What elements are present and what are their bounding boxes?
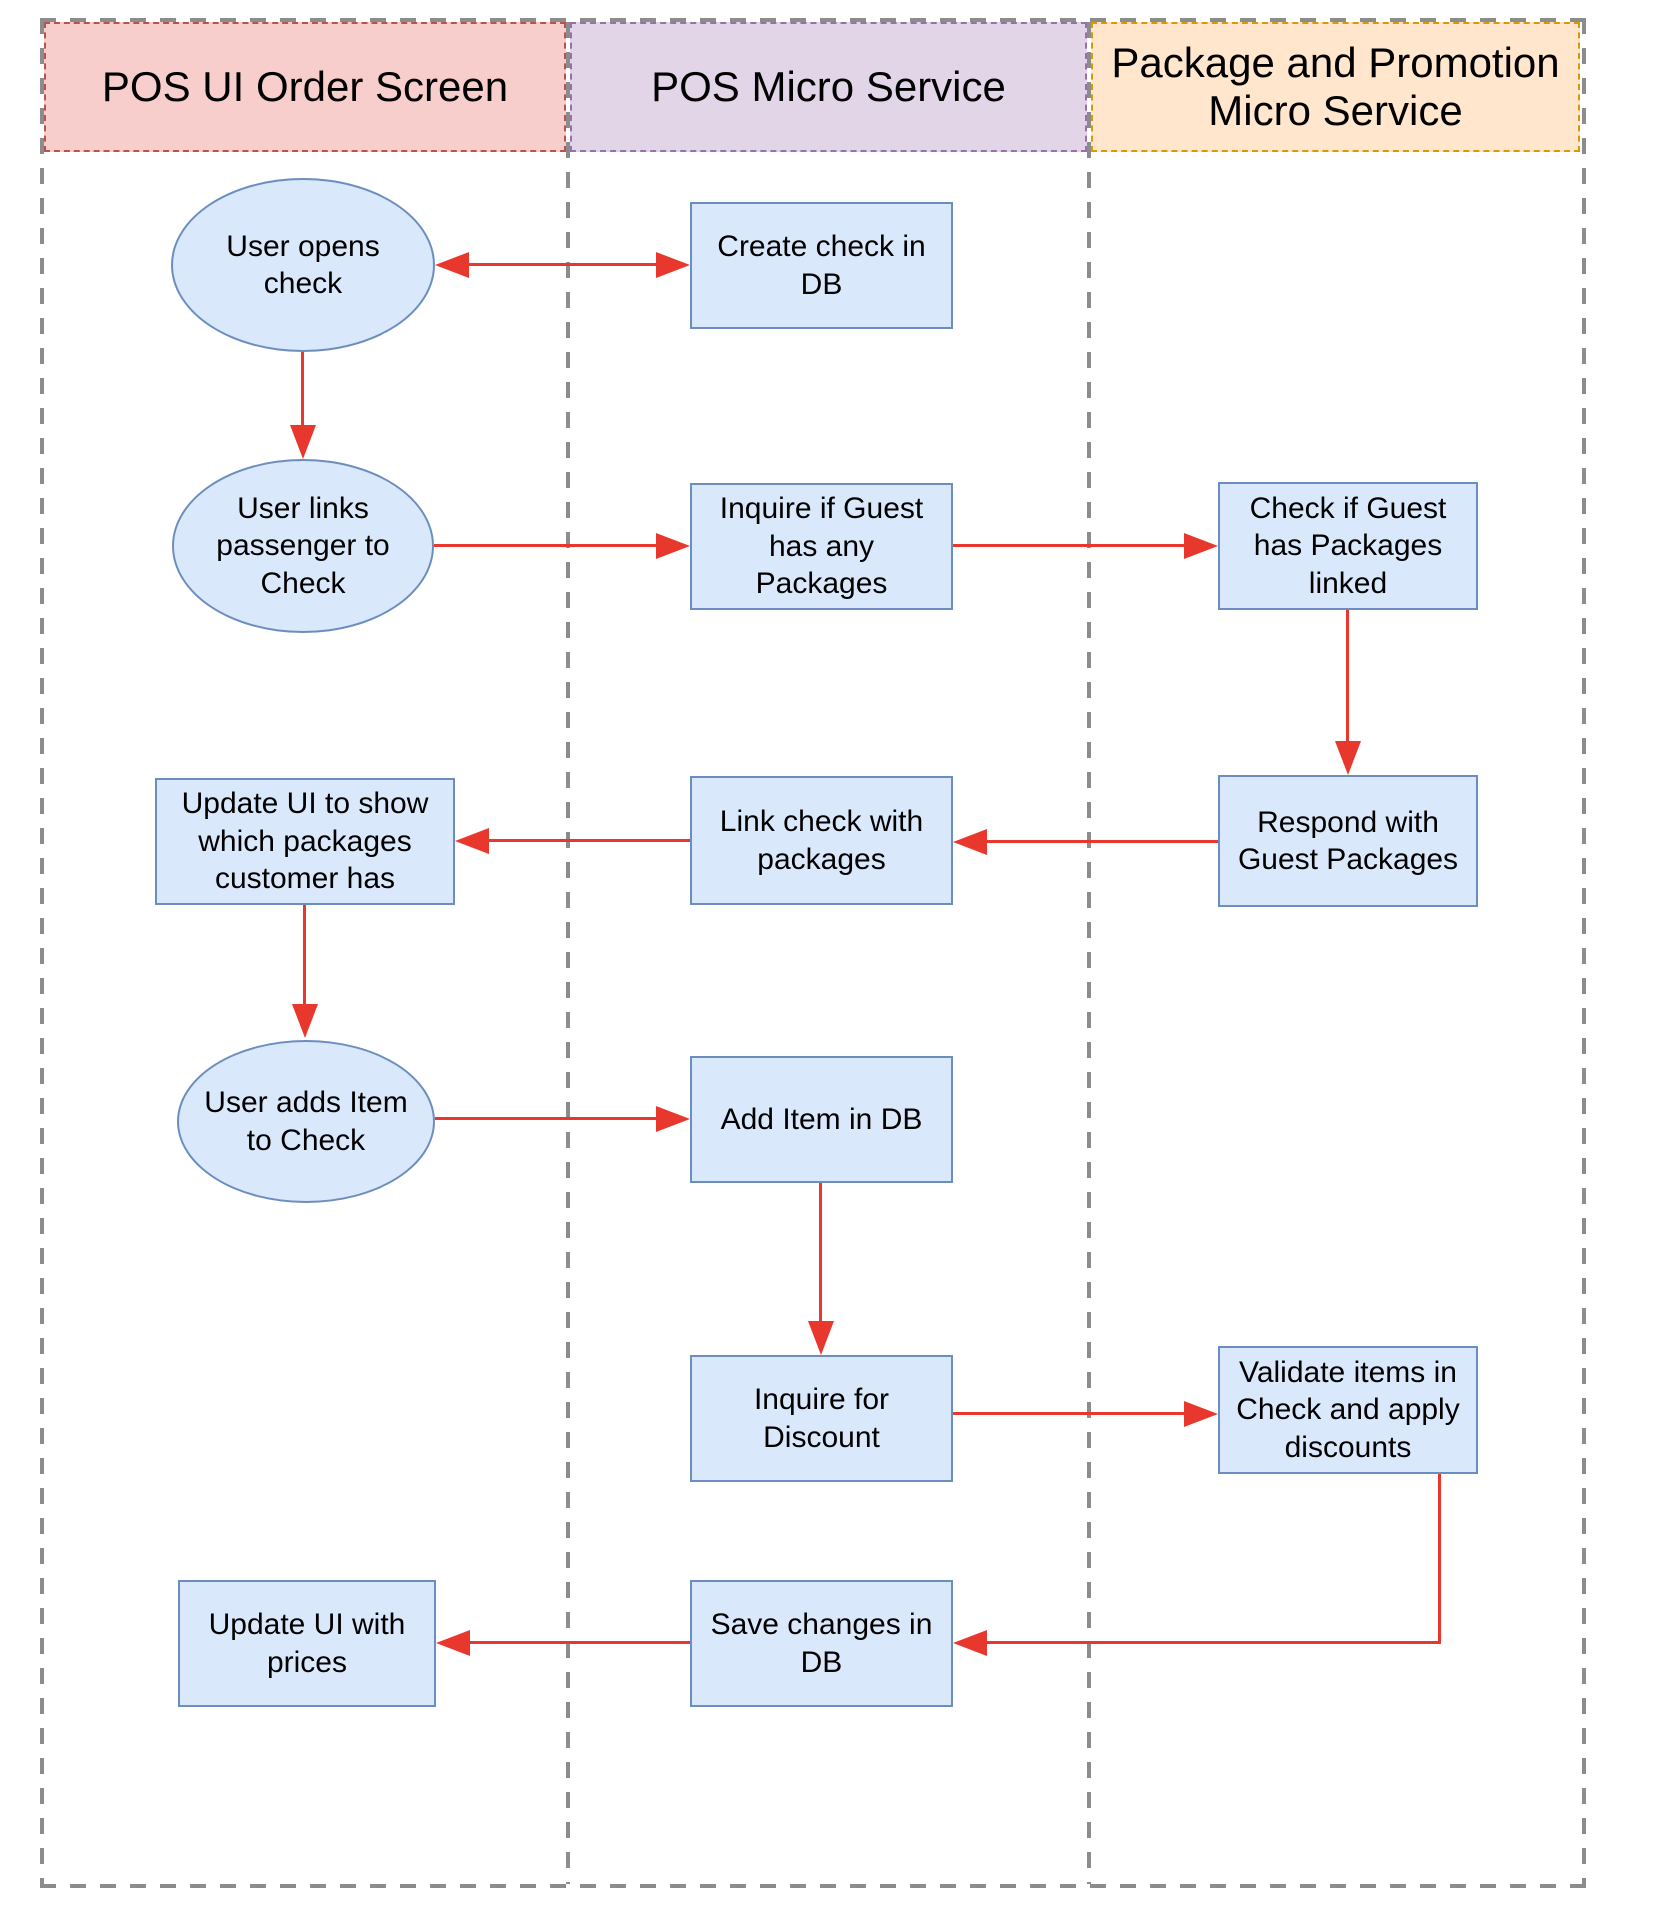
arrowhead-right-icon — [1184, 1401, 1218, 1427]
pool-border-top — [40, 18, 1586, 22]
node-label: Save changes in DB — [710, 1608, 933, 1679]
node-check-if-guest-has-packages-linked: Check if Guest has Packages linked — [1218, 482, 1478, 610]
lane-header-pos-micro-service: POS Micro Service — [570, 22, 1087, 152]
node-link-check-with-packages: Link check with packages — [690, 776, 953, 905]
arrowhead-down-icon — [290, 425, 316, 459]
node-user-opens-check: User opens check — [171, 178, 435, 352]
node-label: Validate items in Check and apply discou… — [1236, 1355, 1460, 1464]
node-label: Create check in DB — [717, 230, 926, 301]
arrowhead-left-icon — [435, 252, 469, 278]
node-save-changes-in-db: Save changes in DB — [690, 1580, 953, 1707]
node-label: Add Item in DB — [720, 1102, 923, 1136]
node-label: User adds Item to Check — [204, 1086, 408, 1157]
arrowhead-right-icon — [656, 533, 690, 559]
node-inquire-for-discount: Inquire for Discount — [690, 1355, 953, 1482]
node-update-ui-with-prices: Update UI with prices — [178, 1580, 436, 1707]
node-label: Respond with Guest Packages — [1237, 805, 1459, 877]
node-label: Inquire if Guest has any Packages — [719, 492, 924, 601]
node-label: Update UI to show which packages custome… — [181, 787, 429, 896]
arrowhead-right-icon — [1184, 533, 1218, 559]
node-user-adds-item-to-check: User adds Item to Check — [177, 1040, 435, 1203]
lane-header-package-promotion-micro-service: Package and Promotion Micro Service — [1091, 22, 1580, 152]
arrowhead-down-icon — [808, 1321, 834, 1355]
pool-border-right — [1582, 18, 1586, 1888]
node-label: User links passenger to Check — [216, 491, 390, 600]
node-label: Inquire for Discount — [753, 1383, 890, 1454]
node-label: User opens check — [226, 229, 380, 301]
node-add-item-in-db: Add Item in DB — [690, 1056, 953, 1183]
arrowhead-left-icon — [953, 829, 987, 855]
lane-divider-2 — [1087, 22, 1091, 1884]
lane-title: POS Micro Service — [651, 62, 1006, 110]
node-respond-with-guest-packages: Respond with Guest Packages — [1218, 775, 1478, 907]
lane-divider-1 — [566, 22, 570, 1884]
arrowhead-left-icon — [455, 828, 489, 854]
node-inquire-if-guest-has-any-packages: Inquire if Guest has any Packages — [690, 483, 953, 610]
node-label: Update UI with prices — [208, 1608, 406, 1679]
lane-header-pos-ui-order-screen: POS UI Order Screen — [44, 22, 566, 152]
pool-border-left — [40, 18, 44, 1888]
node-label: Link check with packages — [719, 805, 924, 876]
node-update-ui-to-show-packages: Update UI to show which packages custome… — [155, 778, 455, 905]
pool-border-bottom — [40, 1884, 1586, 1888]
arrowhead-right-icon — [656, 1106, 690, 1132]
arrowhead-left-icon — [953, 1630, 987, 1656]
arrowhead-down-icon — [292, 1004, 318, 1038]
node-user-links-passenger-to-check: User links passenger to Check — [172, 459, 434, 633]
arrowhead-left-icon — [436, 1630, 470, 1656]
lane-title: Package and Promotion Micro Service — [1111, 38, 1560, 134]
node-label: Check if Guest has Packages linked — [1249, 491, 1447, 600]
node-validate-items-apply-discounts: Validate items in Check and apply discou… — [1218, 1346, 1478, 1474]
lane-title: POS UI Order Screen — [101, 62, 509, 110]
node-create-check-in-db: Create check in DB — [690, 202, 953, 329]
arrowhead-right-icon — [656, 252, 690, 278]
arrowhead-down-icon — [1335, 741, 1361, 775]
